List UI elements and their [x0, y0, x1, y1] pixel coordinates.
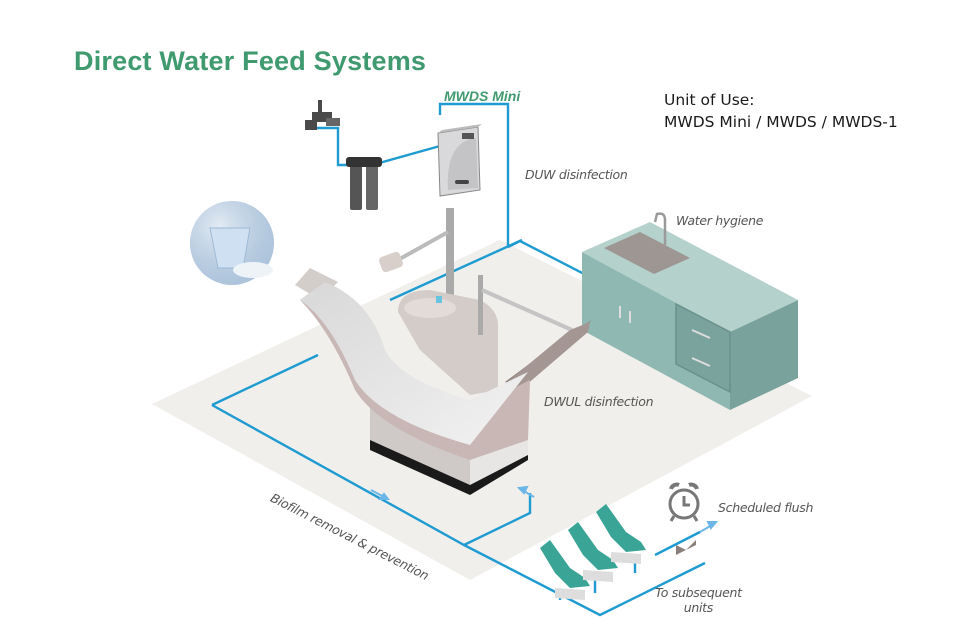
unit-of-use: Unit of Use: MWDS Mini / MWDS / MWDS-1 [664, 89, 898, 133]
mwds-mini-unit [437, 124, 482, 197]
page-title: Direct Water Feed Systems [74, 46, 427, 76]
product-label: MWDS Mini [444, 88, 521, 104]
water-inlet-valve-icon [305, 100, 340, 130]
subsequent-dental-units [540, 504, 646, 600]
alarm-clock-icon [668, 482, 700, 522]
dental-chair [295, 268, 530, 495]
water-pipes [211, 102, 706, 617]
label-water-hygiene: Water hygiene [676, 213, 764, 228]
sink-cabinet [582, 212, 798, 410]
flow-arrows [370, 485, 719, 533]
label-subsequent-line1: To subsequent [655, 585, 742, 600]
water-filter-icon [346, 157, 382, 210]
label-dwul-disinfection: DWUL disinfection [544, 394, 654, 409]
label-subsequent-units: To subsequent units [655, 585, 742, 615]
cup-photo [190, 201, 274, 285]
unit-of-use-models: MWDS Mini / MWDS / MWDS-1 [664, 113, 898, 131]
label-scheduled-flush: Scheduled flush [718, 500, 814, 515]
valve-icon [676, 540, 696, 555]
label-duw-disinfection: DUW disinfection [525, 167, 628, 182]
dental-unit [379, 208, 592, 395]
unit-of-use-heading: Unit of Use: [664, 91, 755, 109]
label-subsequent-line2: units [683, 600, 714, 615]
